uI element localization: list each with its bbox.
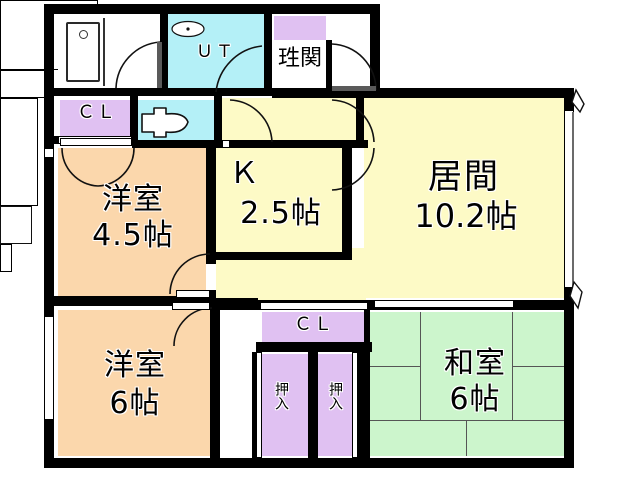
room-shoe-cabinet bbox=[274, 16, 326, 40]
wall-western45-bottom bbox=[44, 296, 214, 306]
room-oshiire-left bbox=[262, 354, 308, 456]
closet-door-cl-mid[interactable] bbox=[260, 302, 368, 310]
exterior-wall-bottom bbox=[44, 458, 574, 468]
room-western-4p5 bbox=[58, 148, 206, 296]
door-western6[interactable] bbox=[172, 306, 214, 348]
wall-oshiire-divider bbox=[308, 352, 318, 458]
exterior-wall-top-right bbox=[370, 88, 574, 98]
exterior-wall-entry-right bbox=[370, 4, 380, 98]
sliding-door-marker-bottom bbox=[569, 280, 583, 310]
tatami-seam bbox=[512, 366, 564, 367]
wall-cl-top-right bbox=[130, 96, 138, 140]
door-ut[interactable] bbox=[206, 44, 266, 94]
room-kitchen bbox=[216, 146, 342, 258]
wall-living-left bbox=[356, 98, 364, 144]
exterior-wall-top-left bbox=[44, 4, 380, 14]
wall-western45-right bbox=[206, 144, 216, 264]
window-left-lower bbox=[44, 316, 54, 420]
kitchen-counter-icon bbox=[0, 98, 38, 206]
sliding-door-living-washitsu[interactable] bbox=[374, 300, 514, 308]
closet-door-oshiire-right[interactable] bbox=[352, 352, 358, 458]
door-gap-western45-right[interactable] bbox=[176, 290, 210, 298]
window-sash-living bbox=[572, 112, 574, 288]
wall-genkan-bottom bbox=[272, 88, 382, 98]
wall-toilet-bottom bbox=[132, 140, 224, 148]
bathtub-drain-icon bbox=[79, 30, 88, 39]
exterior-wall-left-bottom bbox=[44, 296, 54, 318]
wall-oshiire-right-outer bbox=[356, 352, 364, 458]
wall-western6-right bbox=[210, 306, 220, 458]
wall-genkan-right bbox=[326, 40, 332, 96]
room-cl-top bbox=[60, 100, 132, 136]
wall-ut-genkan bbox=[264, 4, 272, 46]
wall-cl-mid-bottom bbox=[256, 342, 372, 352]
room-cl-middle bbox=[262, 312, 366, 342]
wall-kitchen-right bbox=[342, 144, 352, 260]
tatami-seam bbox=[368, 366, 420, 367]
tatami-seam bbox=[466, 420, 467, 456]
kitchen-sink-icon bbox=[0, 206, 32, 244]
wall-bath-ut bbox=[160, 4, 168, 96]
exterior-wall-left-bottom2 bbox=[44, 418, 54, 468]
door-kitchen[interactable] bbox=[330, 146, 376, 192]
door-western45-right[interactable] bbox=[168, 252, 212, 298]
washbasin-cabinet-icon bbox=[0, 70, 46, 98]
wall-corridor-bottom bbox=[216, 140, 368, 148]
exterior-wall-left-upper bbox=[44, 4, 54, 96]
door-gap-corridor-a[interactable] bbox=[222, 140, 230, 148]
door-western45-top[interactable] bbox=[60, 146, 138, 188]
wall-bath-bottom bbox=[44, 88, 276, 96]
sliding-door-marker-top bbox=[571, 88, 585, 114]
exterior-wall-left-mid bbox=[44, 96, 54, 148]
wall-toilet-right bbox=[214, 96, 222, 144]
wall-kitchen-bottom bbox=[216, 252, 342, 260]
exterior-wall-left-lower bbox=[44, 144, 54, 296]
room-oshiire-right bbox=[318, 354, 356, 456]
tatami-seam bbox=[420, 312, 421, 420]
bath-partition-line bbox=[103, 18, 105, 86]
washbasin-icon bbox=[171, 20, 205, 38]
toilet-icon bbox=[141, 107, 189, 138]
wall-washitsu-left bbox=[364, 306, 370, 458]
closet-door-oshiire-left[interactable] bbox=[256, 352, 262, 458]
door-corridor-left[interactable] bbox=[228, 98, 276, 144]
door-gap-western6[interactable] bbox=[172, 302, 210, 310]
wall-ut-genkan-lower bbox=[264, 46, 272, 96]
room-western-6 bbox=[58, 310, 210, 456]
door-bath[interactable] bbox=[108, 40, 164, 90]
stove-icon bbox=[0, 244, 12, 272]
wall-living-bottom bbox=[216, 298, 258, 308]
door-genkan[interactable] bbox=[330, 42, 380, 94]
room-living bbox=[364, 98, 566, 298]
window-left-upper bbox=[44, 148, 54, 158]
door-gap-western45-top[interactable] bbox=[60, 138, 132, 146]
door-corridor-right[interactable] bbox=[330, 98, 376, 144]
